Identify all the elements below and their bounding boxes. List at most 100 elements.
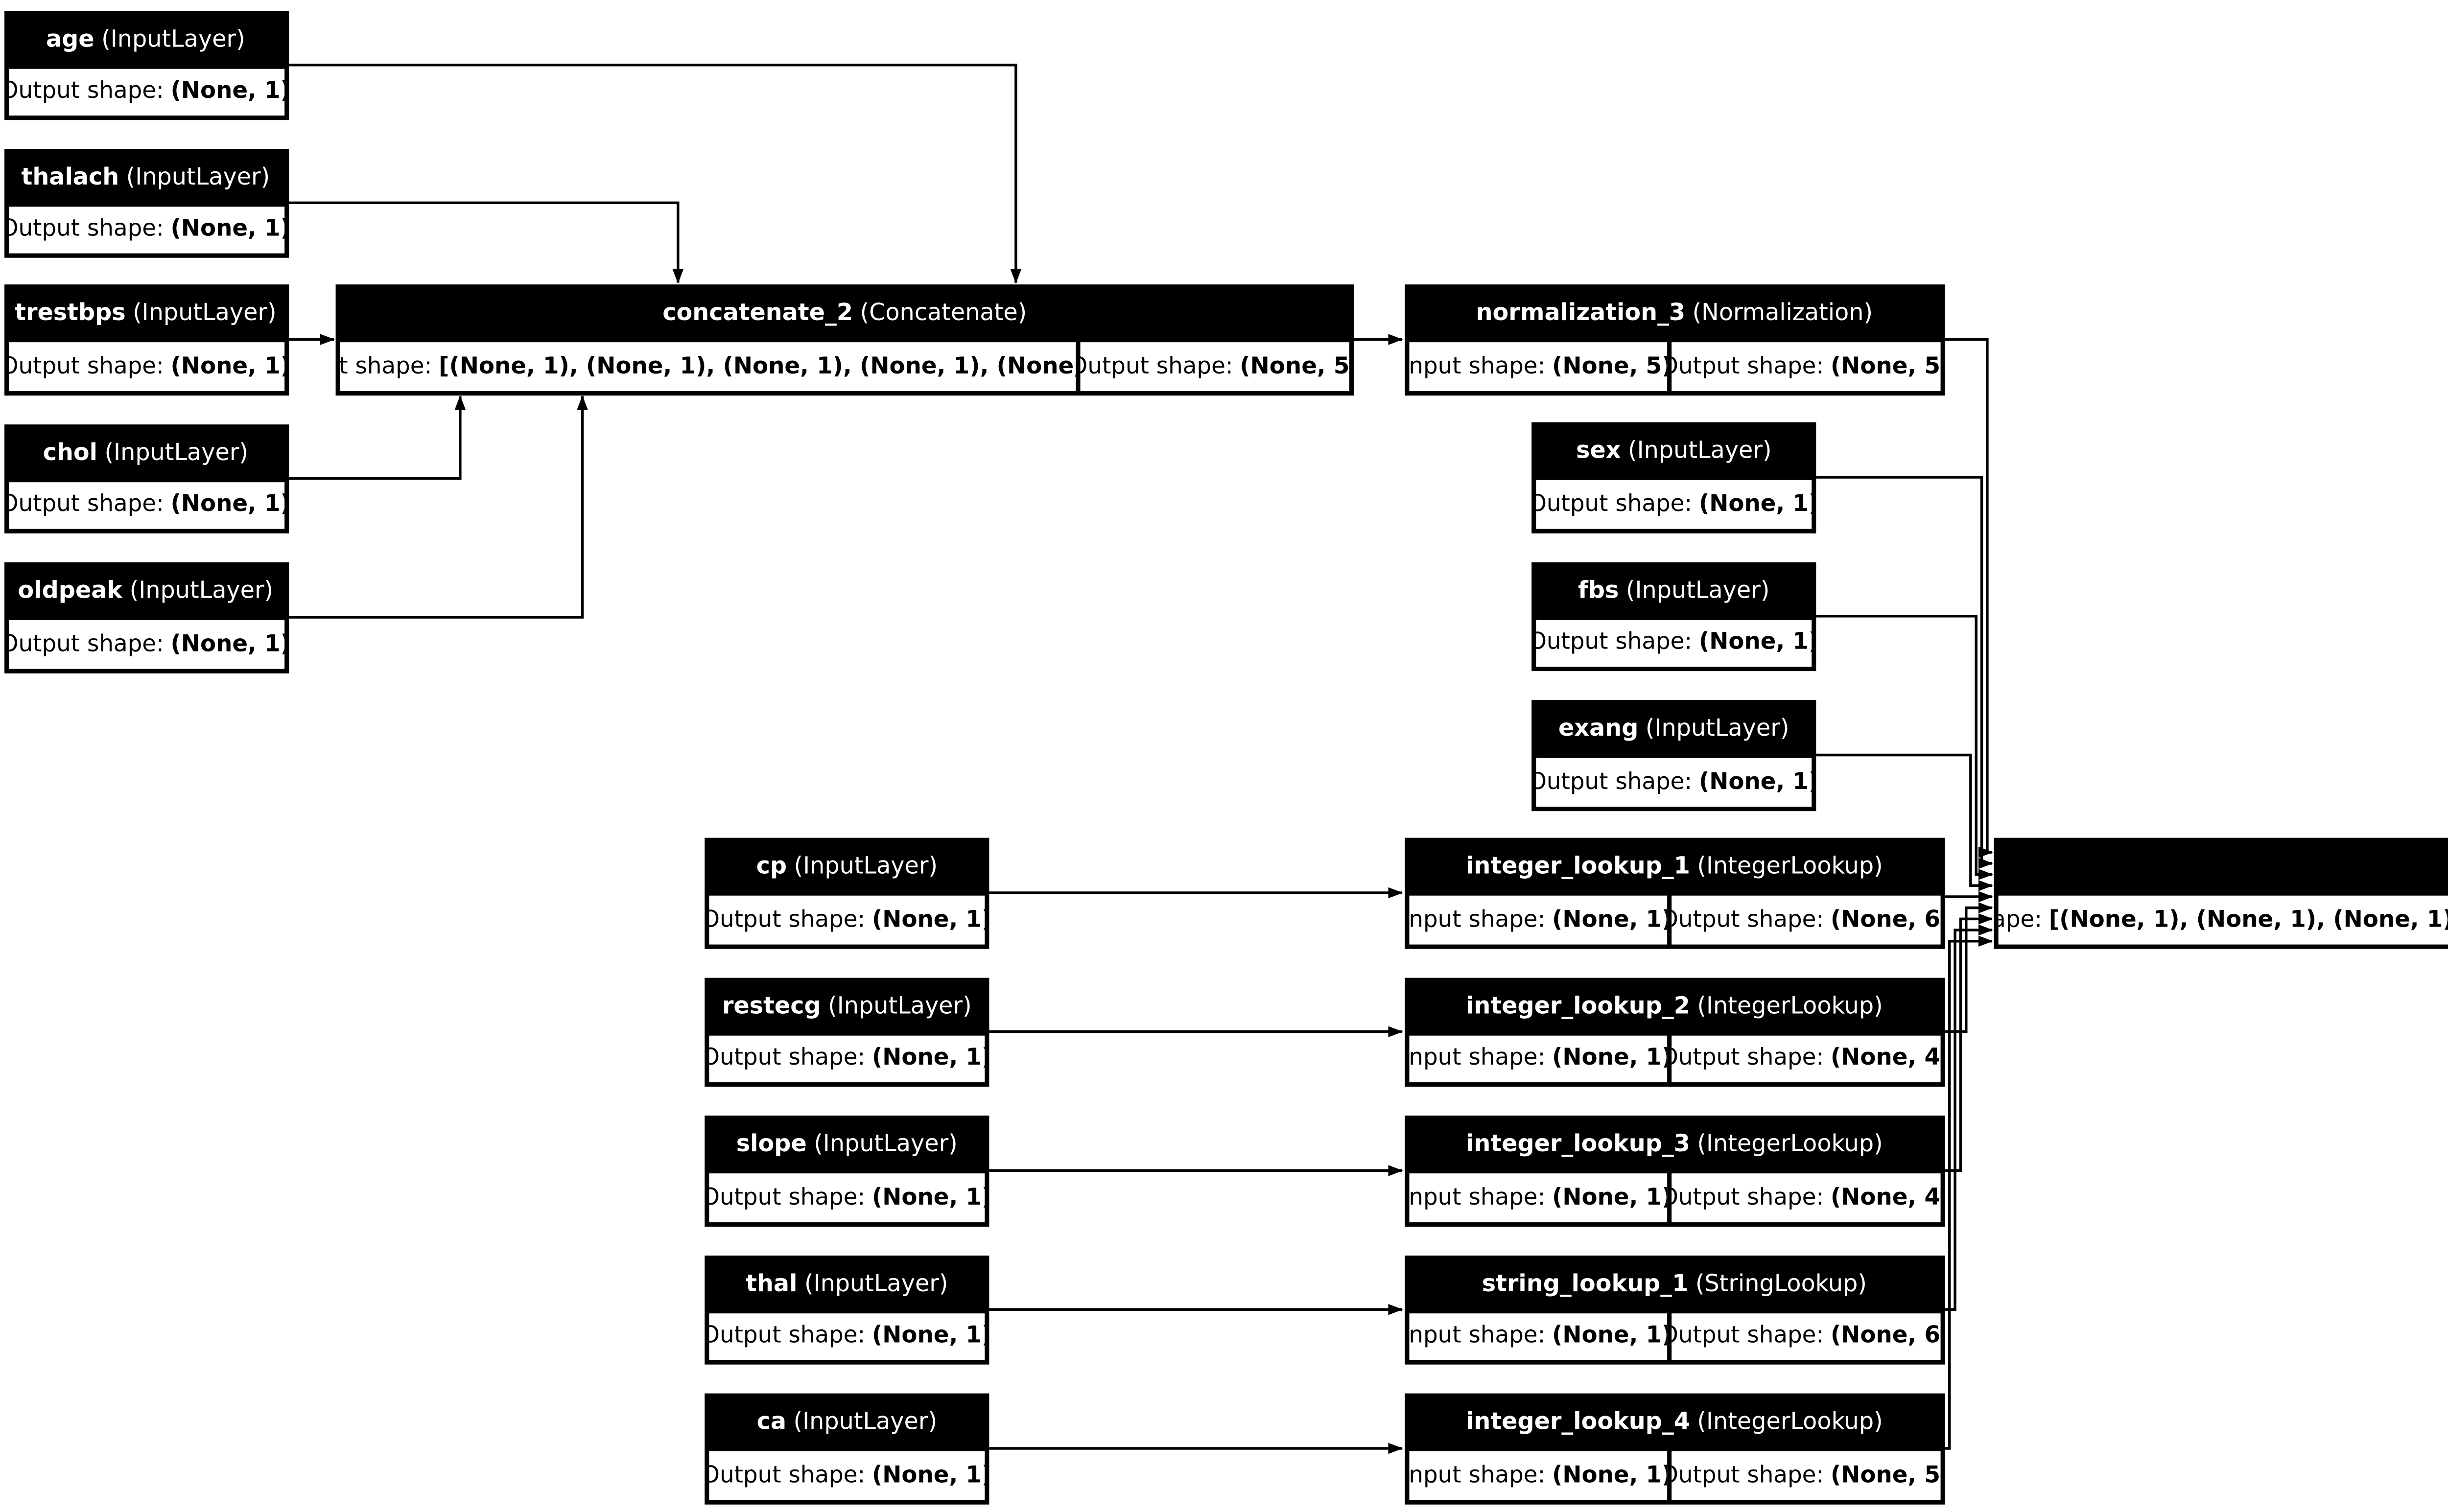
shape-label: Input shape: [1408,1184,1546,1211]
shape-value: (None, 1) [1552,1045,1666,1072]
input-shape-cell: Input shape:(None, 1) [1408,1173,1666,1221]
shape-value: (None, 6) [1830,906,1941,933]
layer-name: trestbps [15,300,126,327]
shape-label: Output shape: [7,491,164,519]
layer-title: age(InputLayer) [3,10,288,68]
shape-value: (None, 1) [1552,1323,1666,1350]
layer-type: (IntegerLookup) [1697,853,1883,880]
layer-title: chol(InputLayer) [3,423,288,481]
output-shape-cell: Output shape:(None, 1) [709,1173,985,1221]
input-shape-cell: Input shape:(None, 1) [1408,1451,1666,1499]
input-shape-cell: Input shape:(None, 1) [1408,1312,1666,1360]
layer-type: (InputLayer) [126,163,270,190]
layer-type: (InputLayer) [794,853,938,880]
layer-node-oldpeak: oldpeak(InputLayer)Output shape:(None, 1… [3,562,288,673]
layer-name: exang [1558,715,1639,743]
shape-label: Output shape: [709,1323,866,1350]
shape-label: Input shape: [340,352,432,380]
layer-title: integer_lookup_1 (IntegerLookup) [1404,838,1945,896]
shape-label: Output shape: [7,352,164,380]
output-shape-cell: Output shape:(None, 1) [7,620,283,668]
shape-value: (None, 1) [871,1462,985,1489]
shape-row: Input shape:(None, 1)Output shape:(None,… [1404,1173,1945,1226]
layer-node-slope: slope (InputLayer) Output shape:(None, 1) [705,1116,989,1226]
shape-value: (None, 1) [170,78,283,105]
layer-name: oldpeak [18,578,123,605]
shape-row: Input shape:(None, 1)Output shape:(None,… [1404,895,1945,948]
layer-title: exang(InputLayer) [1531,700,1816,758]
shape-label: Output shape: [7,78,164,105]
shape-row: Output shape:(None, 1) [3,205,288,258]
shape-value: (None, 1) [871,1045,985,1072]
shape-label: Input shape: [1408,1323,1546,1350]
shape-row: Output shape:(None, 1) [705,895,989,948]
shape-value: (None, 5) [1830,352,1941,380]
shape-label: Output shape: [7,630,164,657]
shape-row: Output shape:(None, 1) [1531,619,1816,671]
input-shape-cell: Input shape:[(None, 1), (None, 1), (None… [1998,895,2448,944]
layer-title: integer_lookup_2 (IntegerLookup) [1404,977,1945,1034]
shape-label: Output shape: [1670,1323,1824,1350]
layer-name: thalach [21,163,119,190]
shape-value: (None, 1) [170,352,283,380]
layer-name: ca [756,1409,787,1436]
output-shape-cell: Output shape:(None, 6) [1670,895,1941,944]
input-shape-cell: Input shape:[(None, 1), (None, 1), (None… [340,342,1076,390]
layer-node-string_lookup_1: string_lookup_1(StringLookup)Input shape… [1404,1254,1945,1365]
shape-row: Input shape:(None, 1)Output shape:(None,… [1404,1312,1945,1365]
shape-value: (None, 1) [1552,906,1666,933]
shape-value: (None, 1) [1698,490,1812,517]
input-shape-cell: Input shape:(None, 5) [1408,342,1666,390]
shape-label: Output shape: [709,1462,866,1489]
layer-name: integer_lookup_1 [1466,853,1690,880]
layer-node-integer_lookup_1: integer_lookup_1 (IntegerLookup) Input sha… [1404,837,1945,948]
layer-type: (IntegerLookup) [1697,1409,1883,1436]
layer-type: (InputLayer) [814,1131,958,1158]
layer-node-sex: sex(InputLayer)Output shape:(None, 1) [1531,422,1816,533]
layer-type: (StringLookup) [1695,1270,1867,1297]
shape-row: Output shape:(None, 1) [1531,758,1816,810]
output-shape-cell: Output shape:(None, 1) [1536,619,1812,667]
layer-type: (IntegerLookup) [1697,992,1883,1019]
layer-title: string_lookup_1(StringLookup) [1404,1255,1945,1312]
layer-name: cp [756,853,787,880]
layer-name: normalization_3 [1476,300,1686,327]
layer-node-concatenate_3: concatenate_3(Concatenate)Input shape:[(… [1994,837,2448,948]
layer-node-ca: ca(InputLayer)Output shape:(None, 1) [705,1393,989,1504]
shape-value: (None, 4) [1830,1045,1941,1072]
output-shape-cell: Output shape:(None, 1) [7,342,283,390]
shape-value: (None, 1) [871,906,985,933]
layer-title: normalization_3(Normalization) [1404,284,1945,342]
shape-row: Output shape:(None, 1) [3,342,288,395]
shape-row: Input shape:(None, 1)Output shape:(None,… [1404,1034,1945,1087]
shape-value: (None, 1) [170,216,283,243]
layer-node-normalization_3: normalization_3(Normalization)Input shap… [1404,284,1945,395]
layer-name: slope [736,1131,807,1158]
layer-title: slope (InputLayer) [705,1116,989,1173]
shape-row: Output shape:(None, 1) [705,1312,989,1365]
output-shape-cell: Output shape:(None, 1) [7,205,283,254]
shape-value: (None, 1) [871,1323,985,1350]
output-shape-cell: Output shape:(None, 1) [1536,758,1812,806]
layer-node-fbs: fbs(InputLayer)Output shape:(None, 1) [1531,561,1816,672]
layer-name: thal [746,1270,798,1297]
input-shape-cell: Input shape:(None, 1) [1408,1034,1666,1083]
output-shape-cell: Output shape:(None, 6) [1670,1312,1941,1360]
shape-value: (None, 1) [1698,768,1812,795]
layer-type: (InputLayer) [133,300,277,327]
layer-title: thalach (InputLayer) [3,148,288,206]
shape-label: Output shape: [709,1184,866,1211]
layer-name: integer_lookup_2 [1466,992,1690,1019]
output-shape-cell: Output shape:(None, 5) [1080,342,1349,390]
shape-row: Input shape:[(None, 1), (None, 1), (None… [1994,895,2448,948]
output-shape-cell: Output shape:(None, 4) [1670,1173,1941,1221]
shape-row: Output shape:(None, 1) [1531,480,1816,533]
shape-value: (None, 6) [1830,1323,1941,1350]
layer-node-cp: cp (InputLayer) Output shape:(None, 1) [705,837,989,948]
layer-title: fbs(InputLayer) [1531,561,1816,619]
output-shape-cell: Output shape:(None, 5) [1670,342,1941,390]
layer-type: (InputLayer) [101,25,245,52]
shape-row: Output shape:(None, 1) [705,1173,989,1226]
output-shape-cell: Output shape:(None, 5) [1670,1451,1941,1499]
